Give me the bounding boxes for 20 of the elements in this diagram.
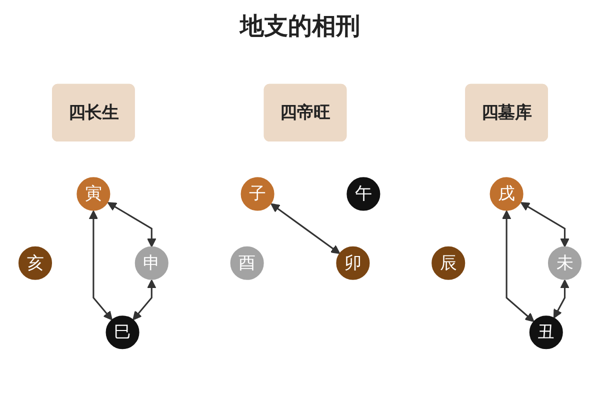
node-circle: 寅 bbox=[76, 176, 110, 210]
node-circle: 卯 bbox=[336, 246, 370, 280]
node-circle: 申 bbox=[134, 246, 168, 280]
node-circle: 丑 bbox=[529, 315, 563, 349]
arrow bbox=[520, 202, 570, 247]
node-circle: 戌 bbox=[490, 176, 524, 210]
node-circle: 酉 bbox=[230, 246, 264, 280]
arrow bbox=[107, 202, 156, 247]
arrow bbox=[88, 210, 112, 320]
diagram-title: 地支的相刑 bbox=[238, 11, 361, 42]
node-circle: 亥 bbox=[18, 246, 52, 280]
arrow bbox=[270, 202, 340, 254]
node-circle: 辰 bbox=[432, 246, 466, 280]
node-circle: 午 bbox=[346, 176, 380, 210]
arrow bbox=[132, 278, 156, 320]
arrow bbox=[553, 278, 570, 318]
node-circle: 未 bbox=[548, 246, 582, 280]
arrow bbox=[502, 210, 534, 322]
node-circle: 子 bbox=[240, 176, 274, 210]
node-circle: 巳 bbox=[106, 315, 140, 349]
